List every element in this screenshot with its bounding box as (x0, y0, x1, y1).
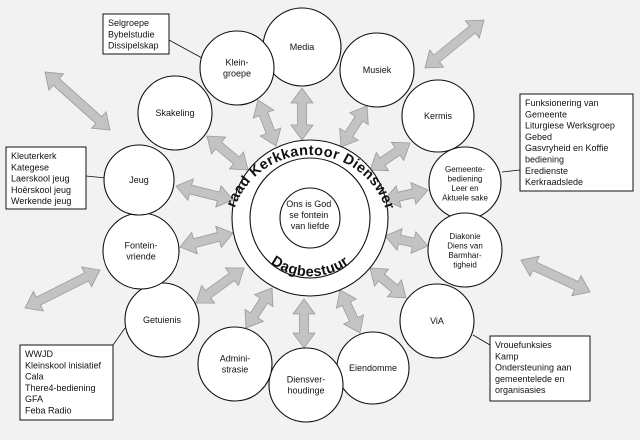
double-arrow-2 (339, 105, 369, 148)
double-arrow-10 (195, 267, 245, 304)
node-circle (268, 347, 344, 423)
double-arrow-15 (424, 19, 485, 69)
node-getuienis: Getuienis (124, 282, 200, 358)
double-arrow-11 (179, 225, 234, 255)
double-arrow-18 (24, 266, 101, 312)
node-label: Media (290, 42, 315, 52)
node-kermis: Kermis (401, 79, 475, 153)
node-circle (399, 283, 475, 359)
node-label: Fontein-vriende (124, 241, 157, 262)
node-label: Getuienis (143, 315, 182, 325)
double-arrow-13 (206, 135, 249, 171)
node-label: Kermis (424, 111, 453, 121)
node-circle (427, 212, 503, 288)
node-circle (137, 75, 213, 151)
node-musiek: Musiek (339, 32, 415, 108)
node-label: Skakeling (155, 108, 194, 118)
node-skakeling: Skakeling (137, 75, 213, 151)
core-circle (279, 187, 341, 249)
box-frame (519, 93, 634, 192)
node-via: ViA (399, 283, 475, 359)
node-circle (199, 30, 275, 106)
node-circle (339, 32, 415, 108)
node-circle (103, 144, 175, 216)
leader-lines (85, 39, 521, 346)
node-kleingroepe: Klein-groepe (199, 30, 275, 106)
connector-arrows (24, 19, 591, 349)
node-fonteinvriende: Fontein-vriende (102, 212, 180, 290)
node-diensverhoudinge: Diensver-houdinge (268, 347, 344, 423)
node-circle (197, 326, 273, 402)
core-text: Ons is God se fontein van liefde (286, 199, 334, 231)
node-label: Eiendomme (349, 363, 397, 373)
box-frame (102, 13, 170, 55)
node-media: Media (262, 7, 342, 87)
double-arrow-16 (520, 255, 591, 297)
node-administrasie: Admini-strasie (197, 326, 273, 402)
double-arrow-17 (44, 71, 111, 131)
node-circle (401, 79, 475, 153)
node-label: Jeug (129, 175, 149, 185)
double-arrow-1 (290, 87, 314, 141)
double-arrow-6 (369, 267, 407, 299)
double-arrow-3 (369, 141, 411, 172)
node-label: Diensver-houdinge (287, 375, 326, 396)
double-arrow-14 (252, 99, 282, 147)
box-frame (489, 335, 591, 402)
node-label: Klein-groepe (223, 58, 251, 79)
node-eiendomme: Eiendomme (336, 331, 410, 405)
box-frame (5, 146, 87, 210)
double-arrow-7 (335, 289, 365, 334)
node-label: Musiek (363, 65, 392, 75)
node-jeug: Jeug (103, 144, 175, 216)
box-frame (19, 344, 114, 421)
node-label: Admini-strasie (220, 354, 251, 375)
double-arrow-5 (384, 228, 429, 254)
double-arrow-9 (244, 287, 274, 329)
double-arrow-8 (292, 298, 316, 349)
node-label: ViA (430, 316, 444, 326)
double-arrow-12 (175, 178, 234, 208)
